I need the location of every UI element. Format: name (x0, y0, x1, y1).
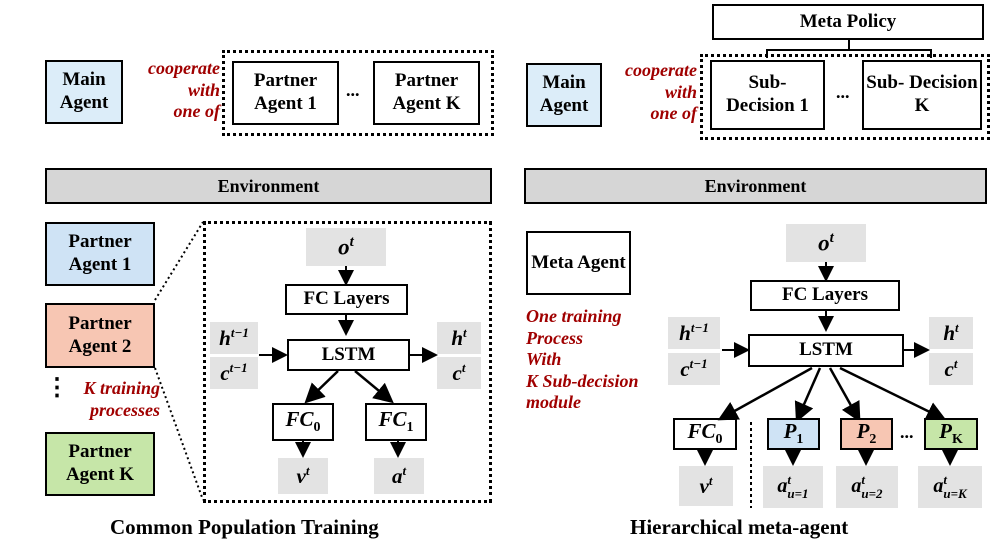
left-fc0: FC0 (272, 403, 334, 441)
left-c-next: ct (437, 357, 481, 389)
zoom-line-bottom (154, 367, 204, 501)
right-c-prev: ct−1 (668, 353, 720, 385)
population-partner-agent-k: Partner Agent K (45, 432, 155, 496)
right-c-next: ct (929, 353, 973, 385)
sub-decision-k: Sub- Decision K (862, 60, 982, 130)
arrow-lstm-to-p1-right (794, 367, 822, 423)
sub-decision-1: Sub- Decision 1 (710, 60, 825, 130)
left-v: vt (278, 458, 328, 494)
one-training-label: One training Process With K Sub-decision… (526, 306, 639, 413)
left-h-prev: ht−1 (210, 322, 258, 354)
left-network-zoom (203, 221, 492, 503)
right-subdecision-ellipsis: ... (836, 82, 850, 102)
left-a: at (374, 458, 424, 494)
left-main-agent: Main Agent (45, 60, 123, 124)
right-subdecision-group (700, 54, 990, 140)
right-fc0: FC0 (673, 418, 737, 450)
left-obs: ot (306, 228, 386, 266)
arrow-lstm-to-fc1-left (354, 370, 394, 404)
left-lstm: LSTM (287, 339, 410, 371)
arrow-lstm-to-p2-right (828, 367, 861, 423)
right-cooperate-label: cooperate with one of (625, 60, 697, 124)
left-partner-agent-k: Partner Agent K (373, 61, 480, 125)
left-caption: Common Population Training (110, 515, 379, 539)
policy-p1: P1 (767, 418, 820, 450)
left-fc-layers: FC Layers (285, 284, 408, 315)
left-partner-group (222, 50, 494, 136)
left-environment: Environment (45, 168, 492, 204)
right-h-next: ht (929, 317, 973, 349)
right-lstm: LSTM (748, 334, 904, 367)
right-v: vt (679, 466, 733, 506)
population-vdots: ⋮ (45, 375, 69, 401)
meta-agent: Meta Agent (526, 231, 631, 295)
right-fc-layers: FC Layers (750, 280, 900, 311)
right-main-agent: Main Agent (526, 63, 602, 127)
k-training-label: K training processes (83, 378, 160, 420)
left-fc1: FC1 (365, 403, 427, 441)
right-h-prev: ht−1 (668, 317, 720, 349)
population-partner-agent-2: Partner Agent 2 (45, 303, 155, 368)
policy-ellipsis: ... (900, 422, 914, 442)
population-partner-agent-1: Partner Agent 1 (45, 222, 155, 286)
meta-policy: Meta Policy (712, 4, 984, 40)
left-partner-ellipsis: ... (346, 80, 360, 100)
policy-p2: P2 (840, 418, 893, 450)
right-caption: Hierarchical meta-agent (630, 515, 849, 539)
arrow-lstm-to-fc0-left (304, 370, 339, 404)
left-c-prev: ct−1 (210, 357, 258, 389)
left-partner-agent-1: Partner Agent 1 (232, 61, 339, 125)
right-environment: Environment (524, 168, 987, 204)
arrow-lstm-to-fc0-right (717, 366, 813, 421)
right-obs: ot (786, 224, 866, 262)
policy-pk: PK (924, 418, 978, 450)
left-h-next: ht (437, 322, 481, 354)
zoom-line-top (154, 221, 204, 301)
arrow-lstm-to-pk-right (839, 366, 947, 421)
left-cooperate-label: cooperate with one of (148, 58, 220, 122)
